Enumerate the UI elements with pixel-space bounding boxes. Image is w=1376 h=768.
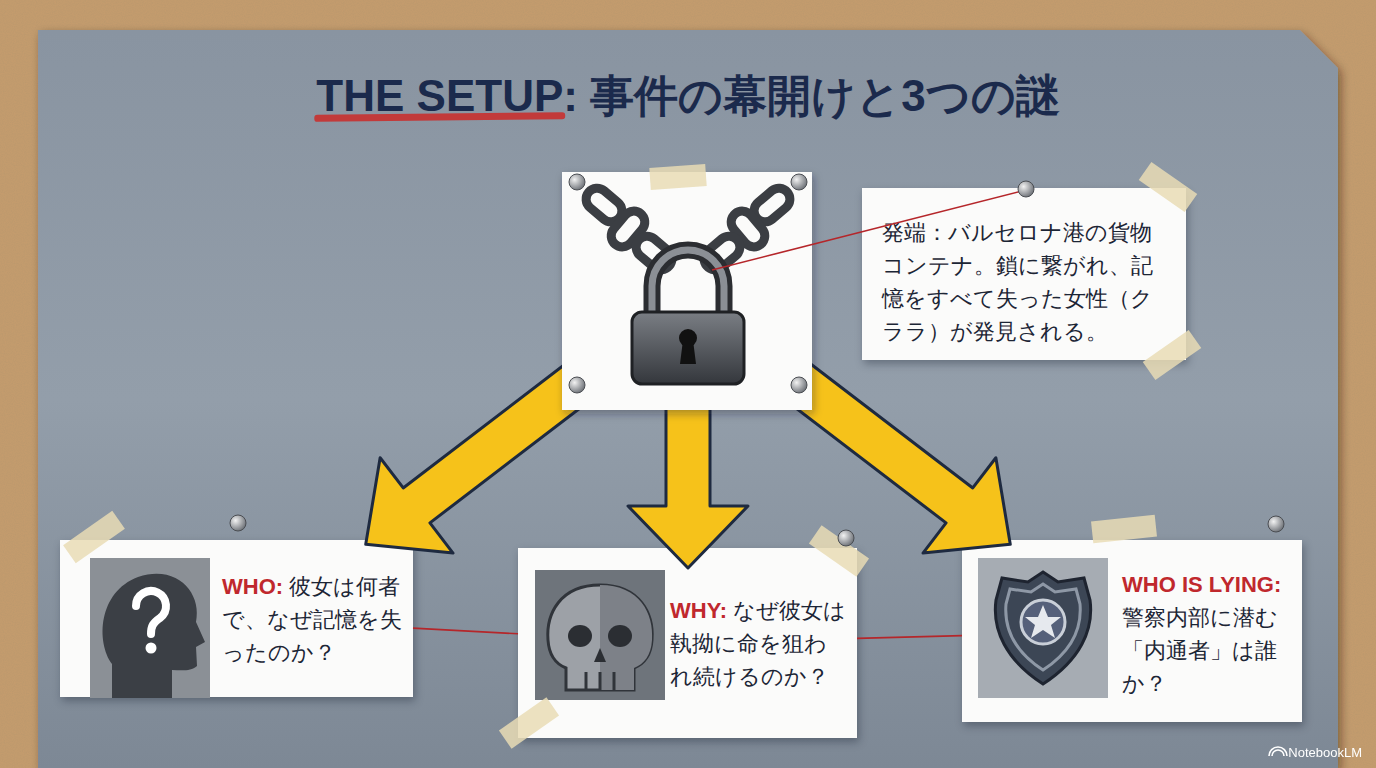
lock-shackle: [652, 250, 724, 318]
question-card: WHY:なぜ彼女は執拗に命を狙われ続けるのか？: [518, 548, 857, 738]
lock-card: [562, 172, 812, 410]
diagram-title: THE SETUP: 事件の幕開けと3つの謎: [0, 66, 1376, 126]
card-body: 警察内部に潜む「内通者」は誰か？: [1122, 605, 1278, 696]
chain-symbol: [582, 184, 795, 275]
card-heading: WHO IS LYING:: [1122, 572, 1281, 597]
card-text: 発端：バルセロナ港の貨物コンテナ。鎖に繋がれ、記憶をすべて失った女性（クララ）が…: [882, 216, 1172, 348]
card-text: WHO IS LYING: 警察内部に潜む「内通者」は誰か？: [1122, 568, 1294, 700]
card-text: WHY:なぜ彼女は執拗に命を狙われ続けるのか？: [670, 594, 849, 693]
keyhole: [679, 329, 697, 347]
card-heading: WHO:: [222, 574, 283, 599]
keyhole-slot: [680, 340, 696, 364]
connector-line: [413, 628, 518, 634]
card-heading: WHY:: [670, 598, 727, 623]
push-pins: [230, 174, 1284, 546]
connector-line: [857, 636, 962, 639]
lock-body: [632, 312, 744, 384]
note-card: 発端：バルセロナ港の貨物コンテナ。鎖に繋がれ、記憶をすべて失った女性（クララ）が…: [862, 188, 1186, 360]
lock-card-paper: [562, 172, 812, 410]
lock-shackle-shine: [652, 250, 724, 318]
question-card: WHO IS LYING: 警察内部に潜む「内通者」は誰か？: [962, 540, 1302, 722]
folder-panel: [38, 30, 1338, 768]
watermark-icon: [1269, 747, 1287, 756]
question-card: WHO:彼女は何者で、なぜ記憶を失ったのか？: [60, 540, 413, 697]
card-text: WHO:彼女は何者で、なぜ記憶を失ったのか？: [222, 570, 405, 669]
arrow-down: [628, 398, 748, 568]
card-body: 発端：バルセロナ港の貨物コンテナ。鎖に繋がれ、記憶をすべて失った女性（クララ）が…: [882, 220, 1153, 344]
watermark: NotebookLM: [1288, 745, 1362, 760]
